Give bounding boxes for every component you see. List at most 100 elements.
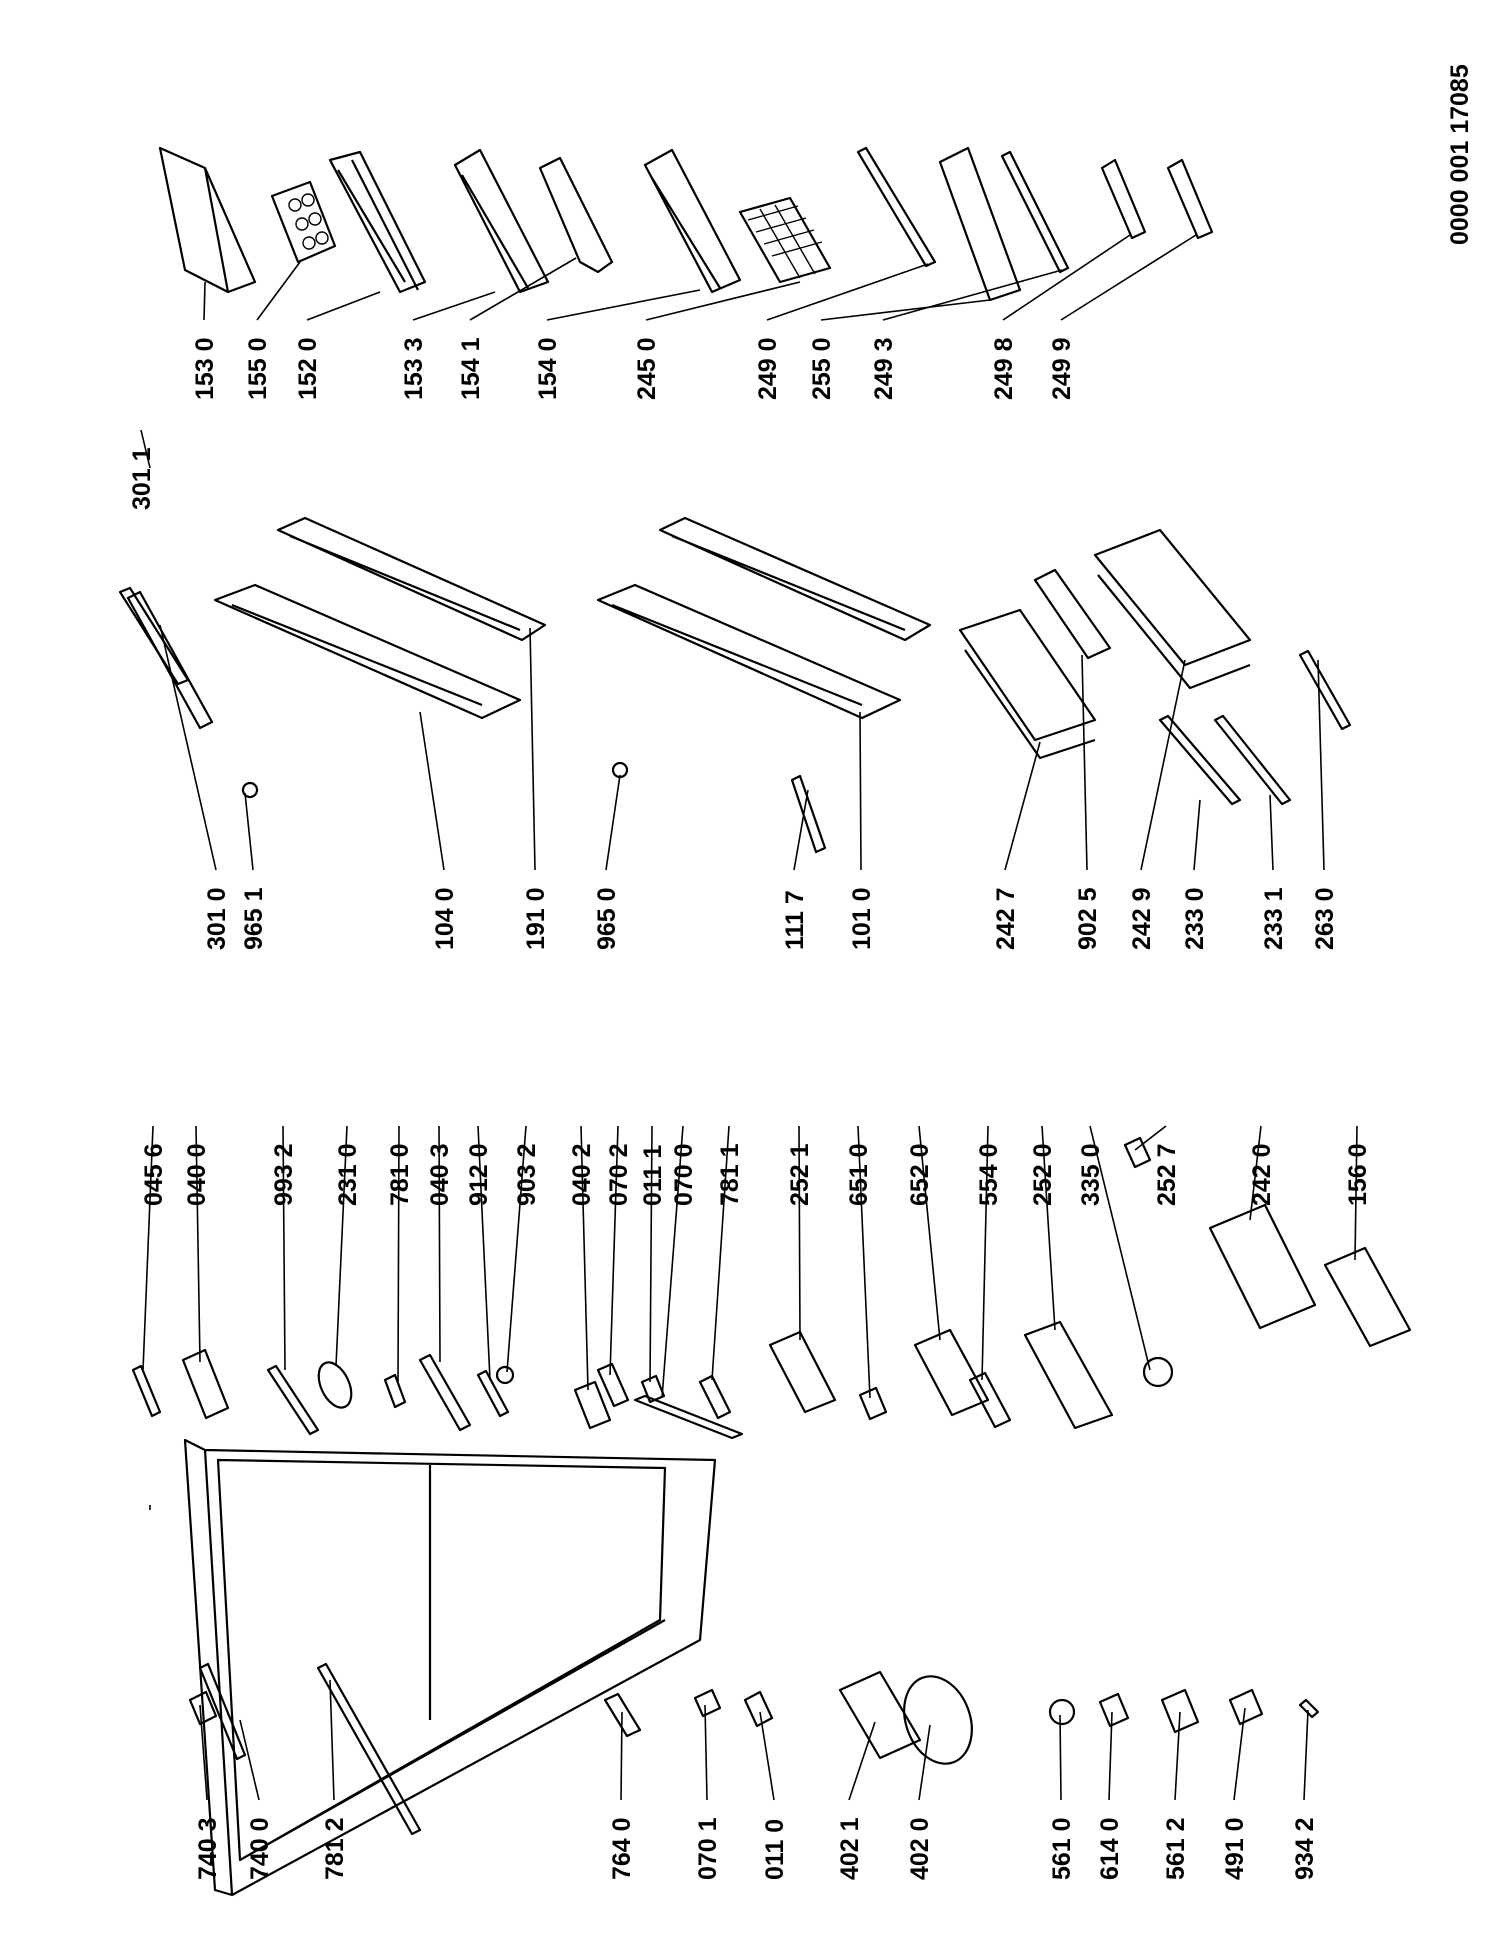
part-number-label: 154 0 bbox=[534, 337, 562, 400]
leader-line bbox=[704, 1704, 708, 1801]
part-652-0 bbox=[913, 1328, 990, 1417]
part-number-label: 252 0 bbox=[1029, 1143, 1057, 1206]
leader-line bbox=[1317, 659, 1325, 871]
part-number-label: 993 2 bbox=[270, 1143, 298, 1206]
part-070-1 bbox=[693, 1688, 722, 1718]
part-781-0 bbox=[383, 1373, 407, 1409]
part-242-9 bbox=[1093, 528, 1252, 690]
part-934-2 bbox=[1298, 1698, 1320, 1719]
part-number-label: 965 1 bbox=[240, 887, 268, 950]
part-242-7 bbox=[958, 608, 1097, 760]
leader-line bbox=[1134, 1125, 1167, 1151]
part-101-0 bbox=[596, 583, 902, 720]
leader-line bbox=[620, 1711, 623, 1801]
part-number-label: 255 0 bbox=[808, 337, 836, 400]
part-number-label: 245 0 bbox=[633, 337, 661, 400]
part-233-0 bbox=[1158, 714, 1242, 806]
leader-line bbox=[1059, 1714, 1062, 1801]
leader-line bbox=[159, 624, 217, 871]
part-040-2 bbox=[573, 1380, 612, 1430]
part-231-0 bbox=[317, 1361, 353, 1409]
part-993-2 bbox=[266, 1364, 320, 1436]
leader-line bbox=[609, 1125, 619, 1376]
part-number-label: 040 3 bbox=[426, 1143, 454, 1206]
part-number-label: 903 2 bbox=[513, 1143, 541, 1206]
leader-line bbox=[918, 1125, 941, 1341]
part-number-label: 070 0 bbox=[670, 1143, 698, 1206]
document-number: 0000 001 17085 bbox=[1446, 64, 1474, 245]
part-number-label: 070 2 bbox=[605, 1143, 633, 1206]
part-402-0 bbox=[903, 1675, 973, 1765]
part-335-0 bbox=[1142, 1356, 1174, 1388]
cabinet-body bbox=[183, 1438, 717, 1897]
leader-line bbox=[649, 1125, 653, 1383]
part-number-label: 740 3 bbox=[194, 1817, 222, 1880]
part-104-0 bbox=[213, 583, 522, 720]
leader-line bbox=[397, 1125, 400, 1383]
leader-line bbox=[195, 1125, 201, 1363]
part-number-label: 011 1 bbox=[639, 1145, 667, 1206]
part-651-0 bbox=[858, 1386, 888, 1421]
leader-line bbox=[244, 792, 254, 871]
part-740-3 bbox=[188, 1690, 218, 1726]
part-number-label: 242 0 bbox=[1248, 1143, 1276, 1206]
leader-line bbox=[859, 711, 862, 871]
part-252-7 bbox=[1123, 1136, 1152, 1169]
part-781-1 bbox=[698, 1374, 732, 1420]
leader-line bbox=[1108, 1711, 1113, 1801]
leader-line bbox=[469, 257, 577, 321]
part-number-label: 153 3 bbox=[400, 337, 428, 400]
part-249-8 bbox=[1100, 158, 1147, 240]
part-number-label: 191 0 bbox=[522, 887, 550, 950]
part-number-label: 040 0 bbox=[183, 1143, 211, 1206]
part-number-label: 651 0 bbox=[845, 1143, 873, 1206]
part-number-label: 233 1 bbox=[1260, 887, 1288, 950]
leader-line bbox=[256, 261, 301, 321]
leader-line bbox=[1249, 1125, 1262, 1221]
cabinet-interior bbox=[216, 1458, 667, 1862]
doors-and-drawers-group bbox=[118, 516, 1352, 854]
part-number-label: 781 2 bbox=[321, 1817, 349, 1880]
part-number-label: 070 1 bbox=[694, 1817, 722, 1880]
part-191-0 bbox=[276, 516, 547, 642]
part-233-1 bbox=[1213, 714, 1292, 806]
part-number-label: 263 0 bbox=[1311, 887, 1339, 950]
leader-line bbox=[412, 291, 496, 321]
part-number-label: 965 0 bbox=[593, 887, 621, 950]
part-249-9 bbox=[1166, 158, 1214, 240]
door-shelves-group bbox=[158, 146, 1214, 302]
part-number-label: 764 0 bbox=[608, 1817, 636, 1880]
leader-line bbox=[239, 1719, 260, 1801]
part-155-0 bbox=[270, 180, 337, 264]
part-number-label: 902 5 bbox=[1074, 887, 1102, 950]
leader-line bbox=[1233, 1707, 1246, 1801]
part-249-3 bbox=[1000, 150, 1070, 274]
part-154-1 bbox=[538, 156, 614, 274]
part-number-label: 154 1 bbox=[457, 337, 485, 400]
part-249-0 bbox=[856, 146, 937, 268]
leader-line bbox=[711, 1125, 730, 1381]
part-number-label: 912 0 bbox=[465, 1143, 493, 1206]
part-number-label: 242 7 bbox=[992, 887, 1020, 950]
part-number-label: 252 1 bbox=[786, 1143, 814, 1206]
part-740-0 bbox=[198, 1662, 247, 1761]
leader-line bbox=[329, 1679, 335, 1801]
part-number-label: 614 0 bbox=[1096, 1817, 1124, 1880]
part-965-0 bbox=[611, 761, 629, 779]
part-252-1 bbox=[768, 1330, 837, 1414]
leader-line bbox=[580, 1125, 589, 1391]
part-number-label: 242 9 bbox=[1128, 887, 1156, 950]
leader-line bbox=[1060, 234, 1197, 321]
part-number-label: 781 0 bbox=[386, 1143, 414, 1206]
part-number-label: 335 0 bbox=[1077, 1143, 1105, 1206]
leader-line bbox=[848, 1721, 876, 1801]
part-554-0 bbox=[968, 1371, 1012, 1429]
part-number-label: 934 2 bbox=[1291, 1817, 1319, 1880]
egg-holes bbox=[288, 193, 329, 250]
leader-line bbox=[1174, 1711, 1181, 1801]
part-255-0 bbox=[938, 146, 1022, 302]
part-156-0 bbox=[1323, 1246, 1412, 1348]
part-561-2 bbox=[1160, 1688, 1200, 1734]
part-number-label: 152 0 bbox=[294, 337, 322, 400]
